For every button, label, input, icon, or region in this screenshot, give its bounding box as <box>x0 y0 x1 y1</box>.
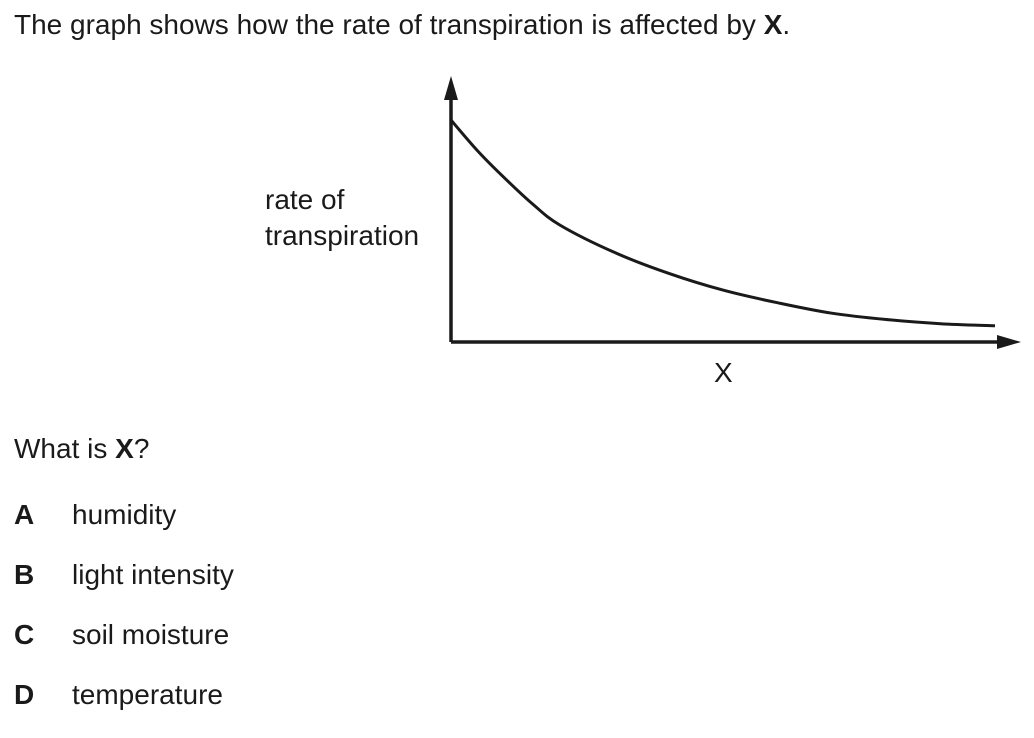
option-letter: C <box>14 619 35 650</box>
option-text: soil moisture <box>72 619 230 650</box>
option-letter: A <box>14 499 35 530</box>
option-letter: B <box>14 559 35 590</box>
question-stem: The graph shows how the rate of transpir… <box>14 8 790 42</box>
stem-variable: X <box>763 9 783 40</box>
question-text: What is <box>14 433 116 464</box>
option-text: light intensity <box>72 559 234 590</box>
y-axis-label-line-1: rate of <box>265 184 345 215</box>
x-axis-label: X <box>714 357 733 388</box>
question-prompt: What is X? <box>14 432 149 466</box>
x-axis-arrowhead <box>997 335 1021 349</box>
transpiration-curve <box>449 119 996 328</box>
option-text: humidity <box>72 499 177 530</box>
y-axis-label: rate of transpiration <box>265 182 419 254</box>
stem-punctuation: . <box>782 9 791 40</box>
question-variable: X <box>115 433 134 464</box>
option-letter: D <box>14 679 35 710</box>
transpiration-graph <box>444 76 1021 349</box>
y-axis-label-line-2: transpiration <box>265 220 420 251</box>
question-punctuation: ? <box>133 433 150 464</box>
stem-text: The graph shows how the rate of transpir… <box>14 9 764 40</box>
y-axis-arrowhead <box>444 76 458 100</box>
option-text: temperature <box>72 679 223 710</box>
